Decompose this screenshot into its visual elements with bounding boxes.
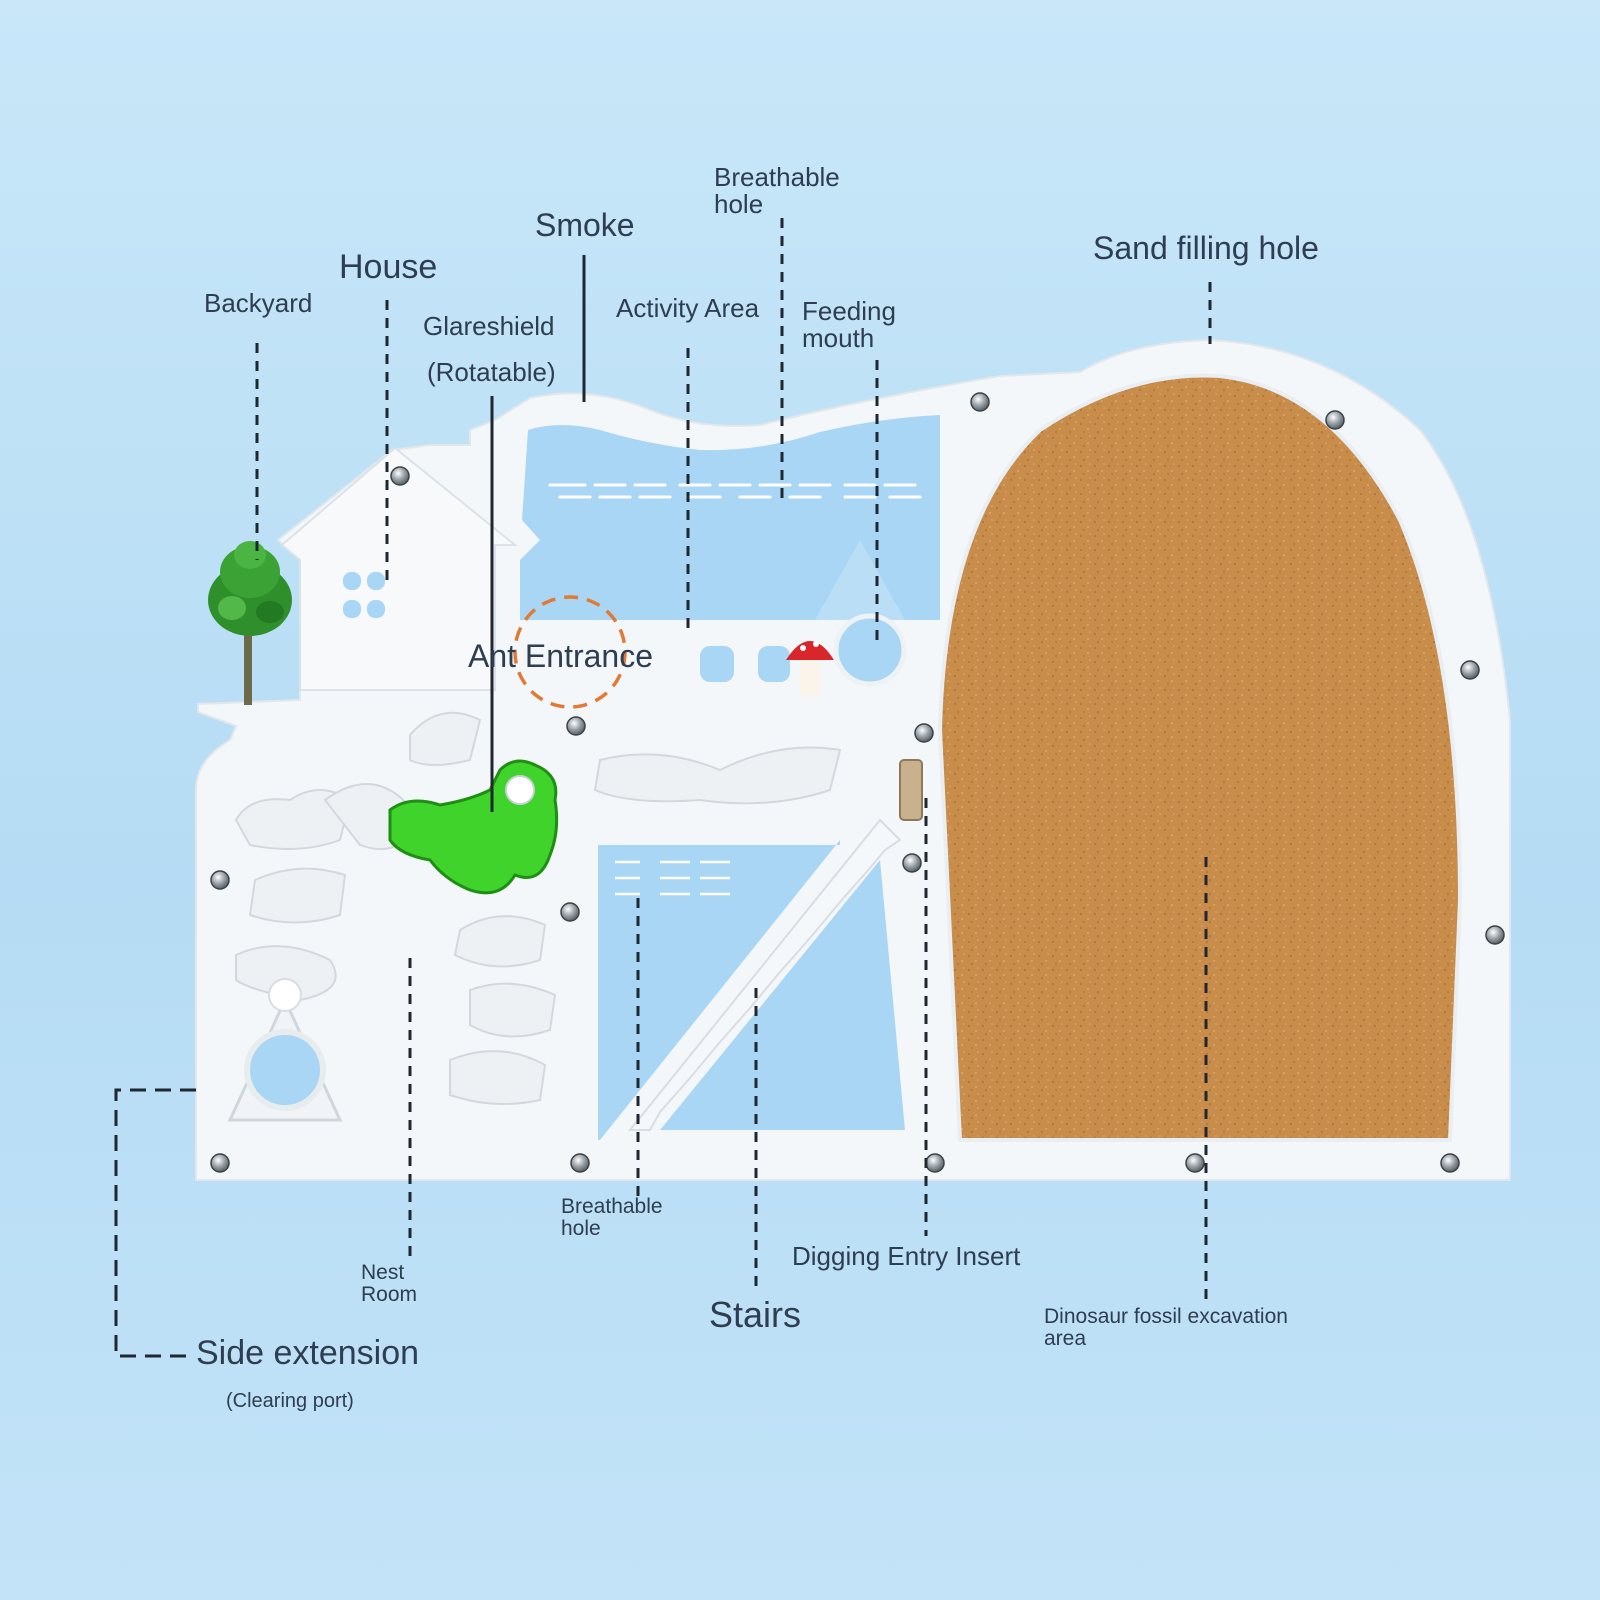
label-ant-entrance: Ant Entrance — [468, 638, 653, 674]
label-glareshield: Glareshield — [423, 311, 555, 341]
tree-icon — [208, 541, 292, 705]
corridor-window-2 — [700, 646, 734, 682]
right-window — [660, 860, 905, 1130]
label-backyard: Backyard — [204, 288, 313, 318]
ant-entrance-marker — [513, 595, 627, 709]
lower-window — [598, 840, 840, 1140]
screws — [210, 392, 1505, 1173]
label-rotatable: (Rotatable) — [427, 357, 556, 387]
feeder-window — [815, 540, 905, 620]
label-breathable-hole-top: Breathable hole — [714, 162, 840, 220]
nest-chambers — [234, 711, 842, 1105]
label-nest-room: Nest Room — [361, 1261, 418, 1307]
label-sand-filling-hole: Sand filling hole — [1093, 230, 1319, 266]
label-stairs: Stairs — [709, 1294, 802, 1335]
sand-area — [937, 373, 1463, 1142]
activity-window — [520, 415, 940, 620]
label-activity-area: Activity Area — [616, 293, 760, 323]
corridor-window-3 — [758, 646, 790, 682]
label-smoke: Smoke — [535, 207, 635, 243]
feeding-mouth-hole — [833, 613, 907, 687]
label-house: House — [339, 248, 438, 286]
label-clearing-port: (Clearing port) — [226, 1390, 354, 1412]
label-breathable-hole-bottom: Breathable hole — [561, 1195, 663, 1241]
label-feeding-mouth: Feeding mouth — [802, 296, 896, 354]
leader-lines — [114, 218, 1212, 1358]
label-side-extension: Side extension — [196, 1334, 420, 1372]
leader-side-extension — [114, 1088, 196, 1358]
label-dinosaur-fossil: Dinosaur fossil excavation area — [1044, 1305, 1288, 1351]
clearing-port — [227, 978, 343, 1122]
glareshield-knob — [505, 775, 535, 805]
stairs — [627, 818, 902, 1131]
label-digging-entry-insert: Digging Entry Insert — [792, 1241, 1021, 1271]
breathable-slots-bottom — [615, 860, 730, 896]
breathable-slots-top — [548, 483, 922, 499]
mushroom-icon — [786, 641, 834, 697]
house — [280, 446, 518, 691]
house-window — [343, 572, 385, 618]
digging-insert — [899, 759, 923, 821]
